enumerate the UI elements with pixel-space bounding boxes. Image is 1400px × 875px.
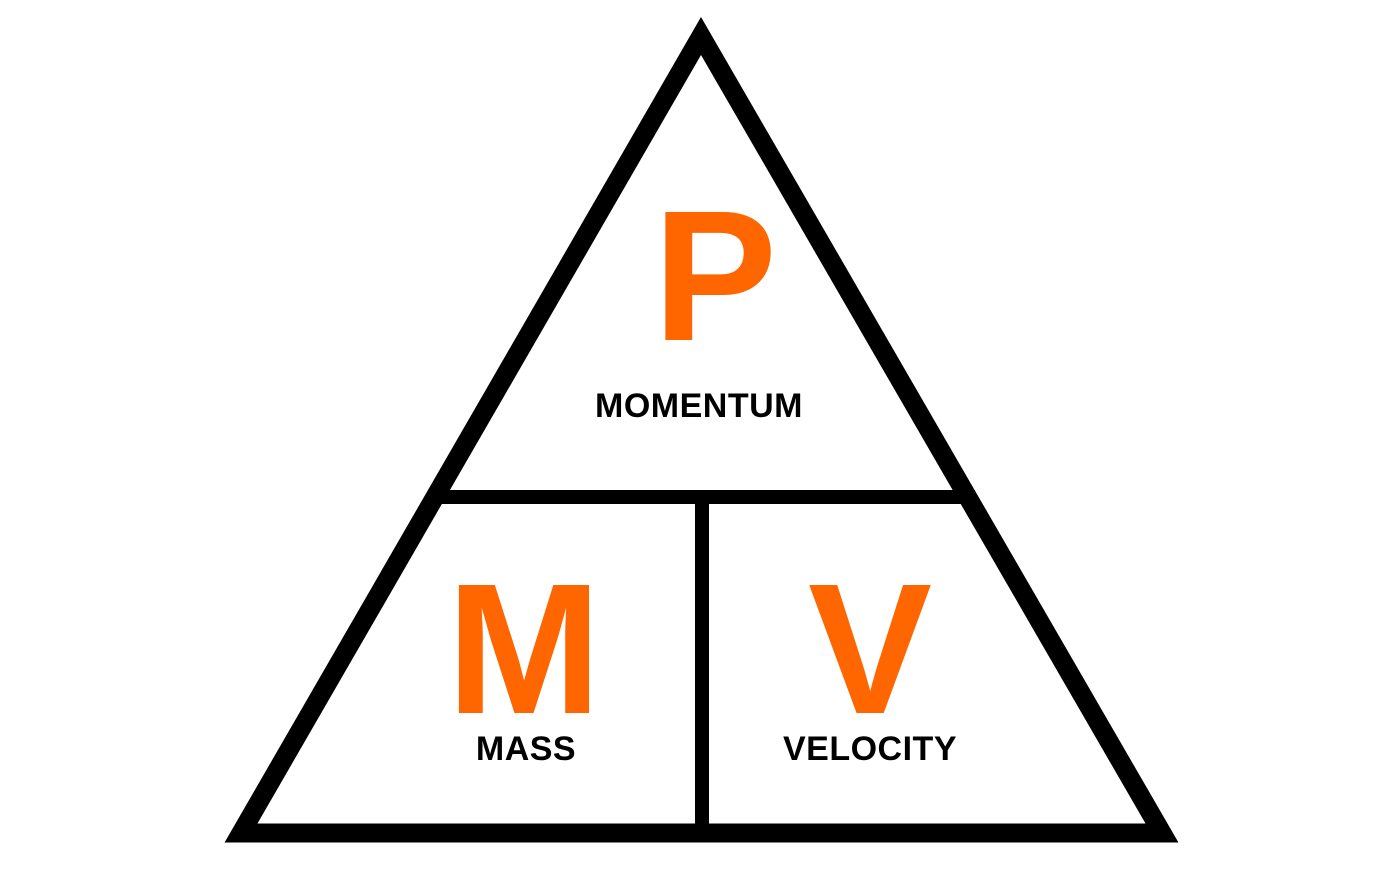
mass-label: MASS [476,730,576,768]
vertical-divider [695,497,709,837]
mass-symbol: M [447,546,602,753]
velocity-symbol: V [808,546,932,753]
velocity-label: VELOCITY [783,730,957,768]
momentum-label: MOMENTUM [595,387,803,425]
momentum-symbol: P [653,173,777,380]
